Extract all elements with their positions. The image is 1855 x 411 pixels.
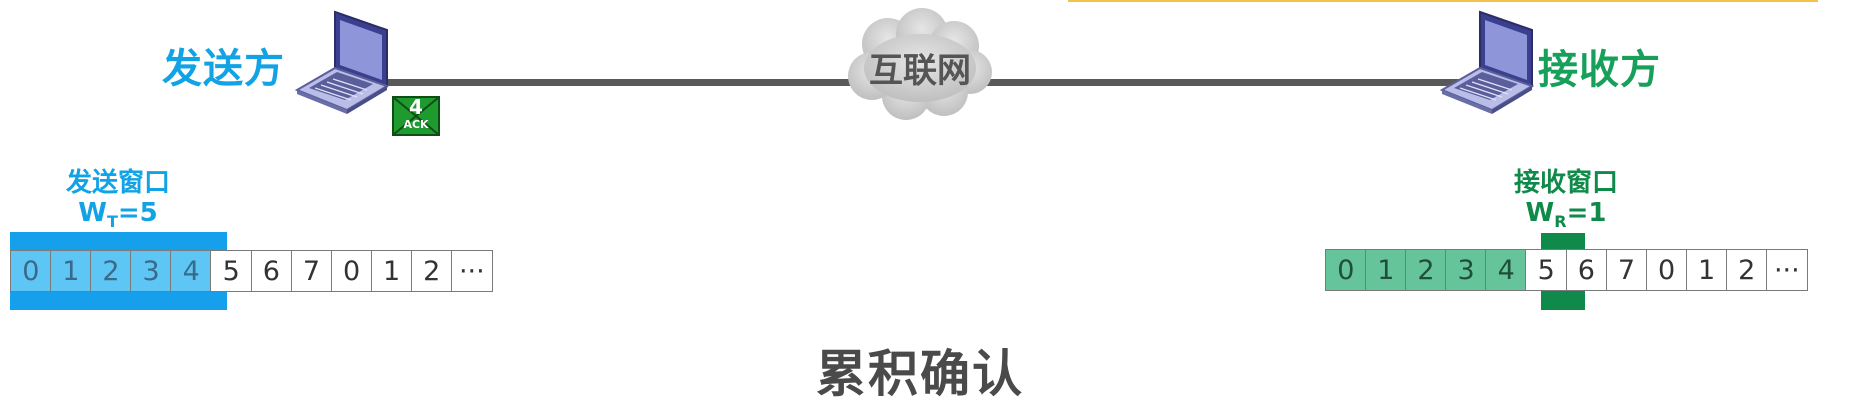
ack-packet-type: ACK bbox=[403, 118, 429, 131]
receiver-label: 接收方 bbox=[1538, 47, 1661, 93]
sender-seq-cell: 2 bbox=[90, 250, 132, 292]
ack-packet-number: 4 bbox=[409, 95, 423, 119]
send-window-title: 发送窗口 bbox=[65, 168, 170, 198]
sender-seq-cell: 4 bbox=[170, 250, 212, 292]
receiver-seq-cell: 2 bbox=[1725, 249, 1768, 291]
receive-window-size: WR=1 bbox=[1525, 198, 1607, 232]
sender-laptop-icon bbox=[295, 10, 390, 114]
sender-seq-cell: 3 bbox=[130, 250, 172, 292]
send-window-size: WT=5 bbox=[78, 198, 158, 232]
receiver-sequence-row: 0 1 2 3 4 5 6 7 0 1 2 ··· bbox=[1325, 249, 1808, 291]
sender-seq-cell: 6 bbox=[250, 250, 293, 292]
internet-label: 互联网 bbox=[869, 51, 971, 91]
sender-seq-cell: 2 bbox=[410, 250, 453, 292]
sender-seq-cell: 0 bbox=[330, 250, 373, 292]
receiver-seq-cell: 1 bbox=[1365, 249, 1407, 291]
receiver-laptop-icon bbox=[1440, 10, 1535, 114]
sender-sequence-row: 0 1 2 3 4 5 6 7 0 1 2 ··· bbox=[10, 250, 493, 292]
receiver-seq-cell: ··· bbox=[1766, 249, 1808, 291]
ack-packet-icon: 4 ACK bbox=[392, 96, 440, 136]
receiver-seq-cell: 6 bbox=[1565, 249, 1608, 291]
sender-seq-cell: 0 bbox=[10, 250, 52, 292]
top-accent-bar bbox=[1068, 0, 1818, 2]
receiver-seq-cell: 0 bbox=[1325, 249, 1367, 291]
receiver-seq-cell: 5 bbox=[1525, 249, 1568, 291]
receive-window-title: 接收窗口 bbox=[1513, 168, 1618, 198]
slide-caption: 累积确认 bbox=[816, 345, 1024, 403]
receiver-seq-cell: 7 bbox=[1605, 249, 1648, 291]
receiver-seq-cell: 0 bbox=[1645, 249, 1688, 291]
receiver-seq-cell: 1 bbox=[1685, 249, 1728, 291]
sender-label: 发送方 bbox=[162, 46, 285, 92]
sender-seq-cell: 7 bbox=[290, 250, 333, 292]
receiver-seq-cell: 3 bbox=[1445, 249, 1487, 291]
internet-cloud-icon bbox=[848, 8, 992, 120]
sender-seq-cell: 1 bbox=[370, 250, 413, 292]
sender-seq-cell: ··· bbox=[451, 250, 493, 292]
sender-seq-cell: 5 bbox=[210, 250, 253, 292]
receiver-seq-cell: 4 bbox=[1485, 249, 1527, 291]
receiver-seq-cell: 2 bbox=[1405, 249, 1447, 291]
sender-seq-cell: 1 bbox=[50, 250, 92, 292]
